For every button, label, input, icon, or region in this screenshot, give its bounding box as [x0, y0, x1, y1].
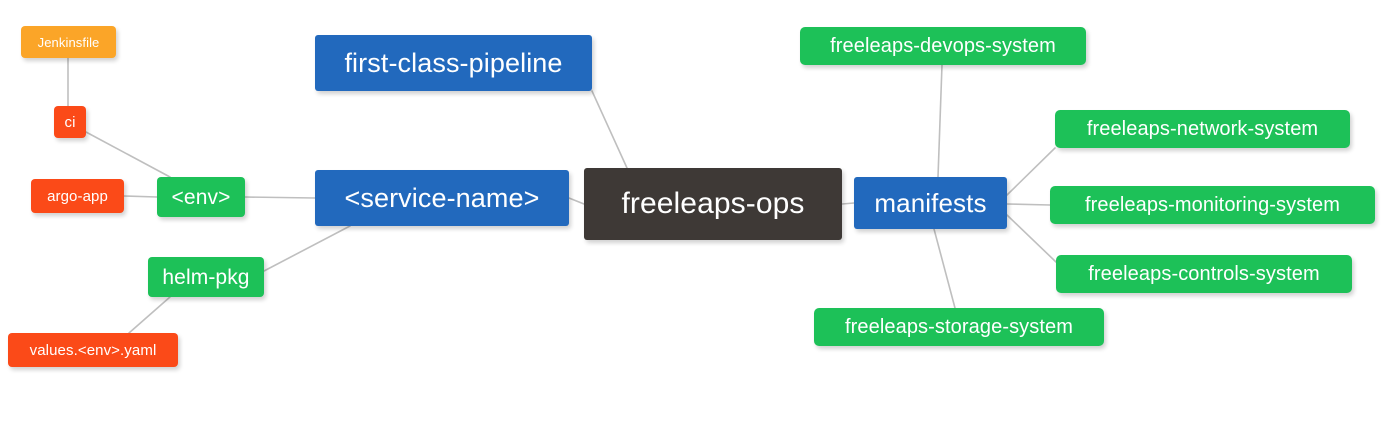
edge-env-to-argo-app — [123, 195, 158, 198]
node-freeleaps-controls-system[interactable]: freeleaps-controls-system — [1056, 255, 1352, 293]
node-label-ci: ci — [64, 113, 76, 131]
node-label-values-env-yaml: values.<env>.yaml — [29, 341, 157, 359]
node-label-freeleaps-ops: freeleaps-ops — [621, 187, 805, 220]
edge-freeleaps-ops-to-manifests — [841, 202, 855, 205]
edge-manifests-to-freeleaps-controls-system — [1006, 214, 1057, 263]
node-first-class-pipeline[interactable]: first-class-pipeline — [315, 35, 592, 91]
node-freeleaps-monitoring-system[interactable]: freeleaps-monitoring-system — [1050, 186, 1375, 224]
edge-freeleaps-ops-to-first-class-pipeline — [591, 90, 628, 169]
edge-helm-pkg-to-values-env-yaml — [128, 296, 171, 334]
node-freeleaps-devops-system[interactable]: freeleaps-devops-system — [800, 27, 1086, 65]
node-label-service-name: <service-name> — [344, 182, 540, 213]
node-ci[interactable]: ci — [54, 106, 86, 138]
node-env[interactable]: <env> — [157, 177, 245, 217]
edge-service-name-to-env — [244, 196, 316, 199]
node-argo-app[interactable]: argo-app — [31, 179, 124, 213]
node-service-name[interactable]: <service-name> — [315, 170, 569, 226]
node-jenkinsfile[interactable]: Jenkinsfile — [21, 26, 116, 58]
node-freeleaps-ops[interactable]: freeleaps-ops — [584, 168, 842, 240]
node-label-manifests: manifests — [874, 188, 987, 218]
node-freeleaps-storage-system[interactable]: freeleaps-storage-system — [814, 308, 1104, 346]
node-label-helm-pkg: helm-pkg — [162, 265, 250, 289]
node-label-freeleaps-controls-system: freeleaps-controls-system — [1088, 263, 1320, 285]
node-label-jenkinsfile: Jenkinsfile — [37, 34, 100, 50]
node-values-env-yaml[interactable]: values.<env>.yaml — [8, 333, 178, 367]
edge-manifests-to-freeleaps-network-system — [1006, 147, 1056, 196]
node-label-first-class-pipeline: first-class-pipeline — [344, 47, 563, 78]
node-helm-pkg[interactable]: helm-pkg — [148, 257, 264, 297]
node-label-freeleaps-monitoring-system: freeleaps-monitoring-system — [1084, 194, 1340, 216]
edge-manifests-to-freeleaps-monitoring-system — [1006, 203, 1051, 206]
edge-env-to-ci — [85, 131, 171, 178]
node-freeleaps-network-system[interactable]: freeleaps-network-system — [1055, 110, 1350, 148]
node-label-argo-app: argo-app — [47, 187, 108, 205]
edge-manifests-to-freeleaps-devops-system — [937, 64, 943, 178]
node-label-freeleaps-storage-system: freeleaps-storage-system — [844, 316, 1074, 338]
edge-service-name-to-helm-pkg — [263, 225, 351, 272]
node-label-env: <env> — [171, 185, 231, 209]
node-manifests[interactable]: manifests — [854, 177, 1007, 229]
node-label-freeleaps-devops-system: freeleaps-devops-system — [830, 35, 1056, 57]
edge-manifests-to-freeleaps-storage-system — [933, 228, 956, 309]
edge-freeleaps-ops-to-service-name — [568, 197, 585, 205]
node-label-freeleaps-network-system: freeleaps-network-system — [1086, 118, 1319, 140]
